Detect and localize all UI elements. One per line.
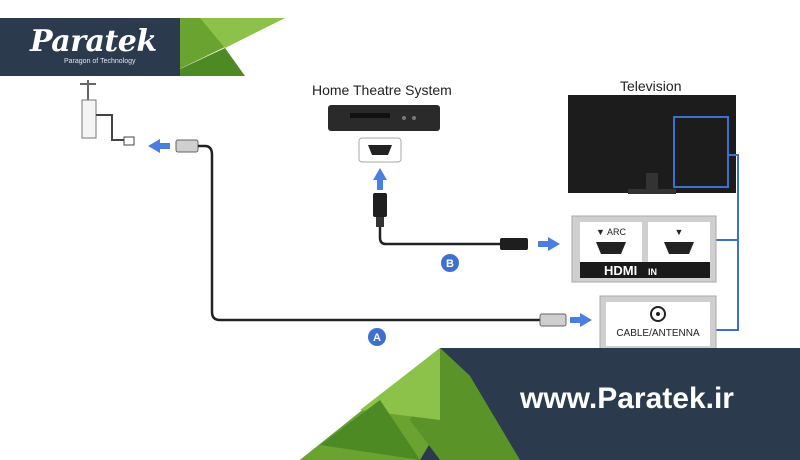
arrow-left-icon xyxy=(148,139,170,153)
site-url[interactable]: www.Paratek.ir xyxy=(520,382,734,415)
header-green-accent xyxy=(165,18,285,76)
hdmi-in-panel xyxy=(571,215,717,283)
home-theatre-hdmi-port-icon xyxy=(358,137,402,163)
brand-header: Paratek Paragon of Technology xyxy=(0,18,180,76)
arrow-right-icon xyxy=(538,237,560,251)
hdmi-in-text: IN xyxy=(648,267,657,277)
television-label: Television xyxy=(620,78,682,94)
brand-tagline: Paragon of Technology xyxy=(64,58,136,65)
brand-logo: Paratek xyxy=(30,24,157,59)
home-theatre-label: Home Theatre System xyxy=(312,82,452,98)
cable-antenna-label: CABLE/ANTENNA xyxy=(616,328,700,339)
arc-port-label: ▼ ARC xyxy=(596,227,626,237)
arrow-right-icon xyxy=(570,313,592,327)
connection-b-label: B xyxy=(446,258,454,270)
hdmi-cable-b xyxy=(373,193,528,250)
connection-b-badge xyxy=(441,254,459,272)
hdmi-in-arrow-label: ▼ xyxy=(675,227,684,237)
arrow-up-icon xyxy=(373,168,387,190)
coax-cable-a xyxy=(175,139,567,327)
television xyxy=(568,95,736,194)
connection-a-badge xyxy=(368,328,386,346)
hdmi-logo-text: HDMI xyxy=(604,263,637,278)
footer-banner xyxy=(300,348,800,460)
connection-a-label: A xyxy=(373,332,381,344)
home-theatre-device xyxy=(328,105,440,131)
cable-antenna-panel xyxy=(599,295,717,353)
tv-panel-connector xyxy=(716,154,739,331)
wall-antenna-outlet-icon xyxy=(80,80,135,146)
